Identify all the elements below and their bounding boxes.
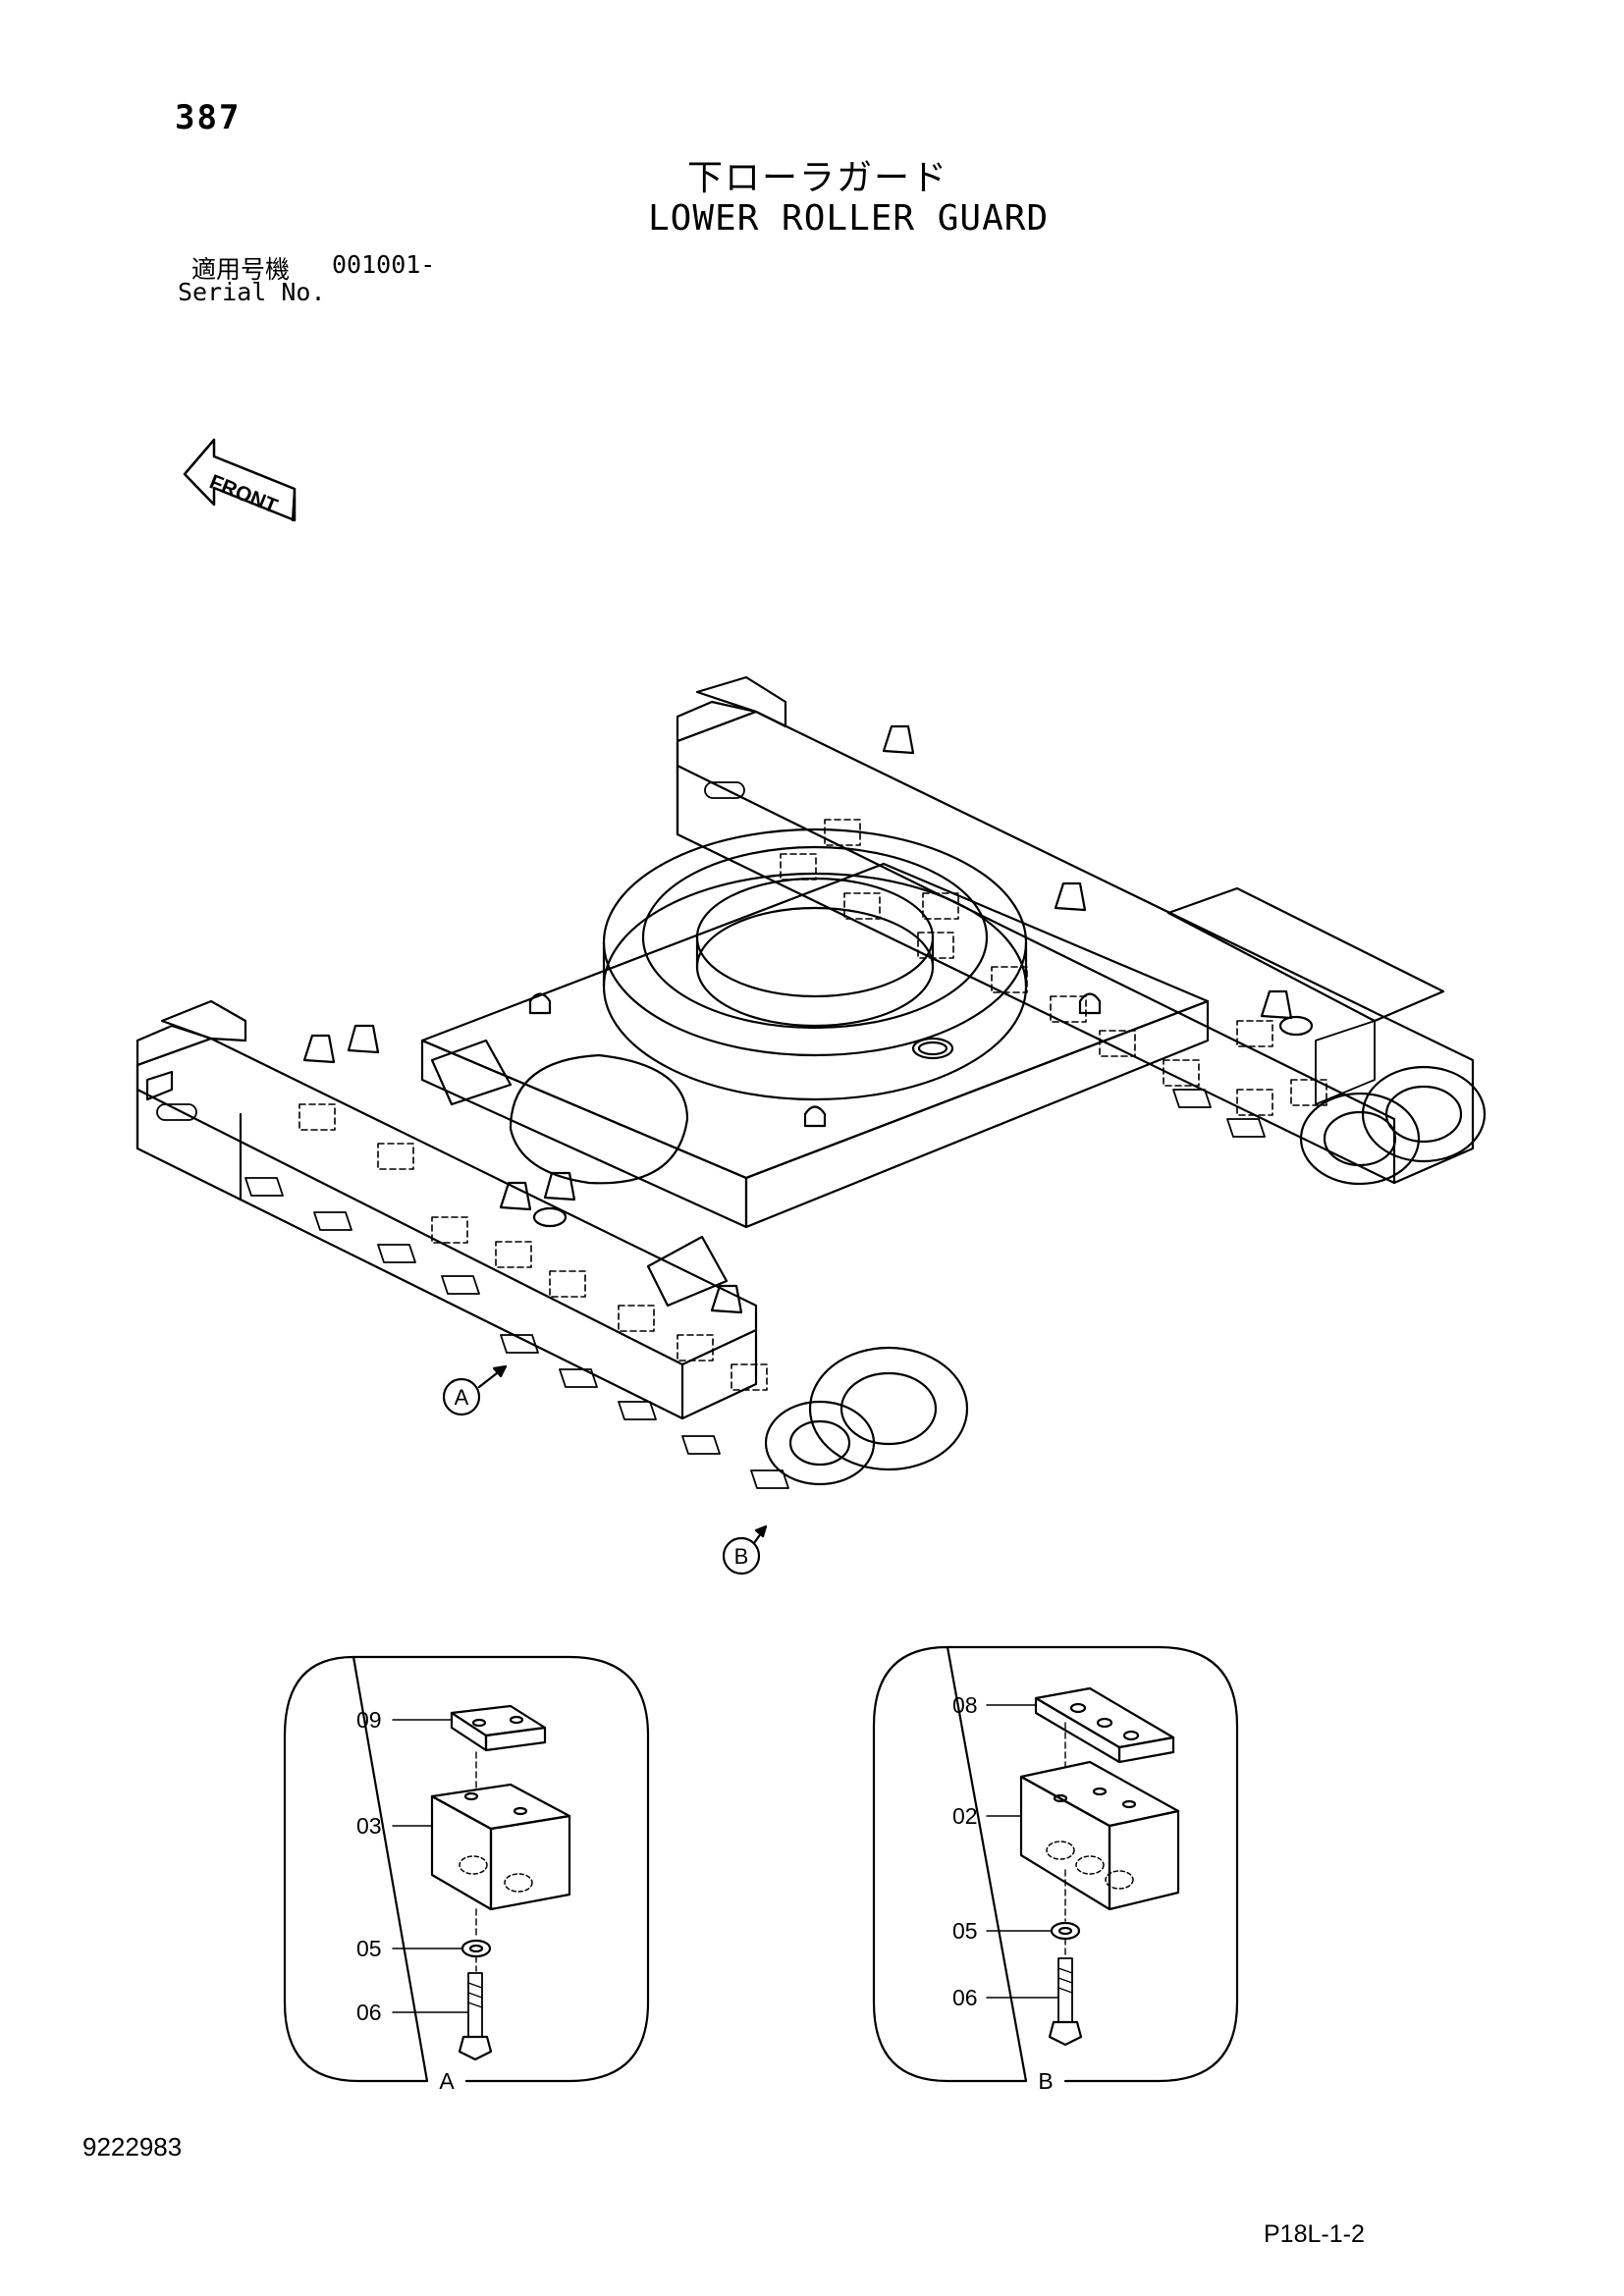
page-code: P18L-1-2 [1264, 2220, 1365, 2248]
part-label-05: 05 [356, 1936, 382, 1961]
serial-label-japanese: 適用号機 [191, 255, 291, 284]
part-label-06: 06 [356, 2000, 382, 2025]
track-frame-drawing [135, 675, 1487, 1486]
front-arrow-icon: FRONT [183, 438, 297, 522]
title-japanese: 下ローラガード [687, 158, 949, 198]
part-label-03: 03 [356, 1813, 382, 1839]
roller-guard-bottoms [244, 1089, 1266, 1489]
page-number: 387 [175, 98, 242, 137]
part-label-09: 09 [356, 1707, 382, 1733]
drawing-number: 9222983 [82, 2132, 183, 2162]
serial-number-value: 001001- [332, 250, 436, 279]
callout-a: A [442, 1364, 508, 1416]
detail-view-a: A [283, 1655, 650, 2094]
serial-label-english: Serial No. [178, 278, 326, 306]
title-english: LOWER ROLLER GUARD [648, 198, 1050, 239]
svg-text:B: B [734, 1544, 749, 1569]
detail-view-b: B [872, 1645, 1239, 2094]
part-label-08: 08 [952, 1692, 978, 1718]
callout-b: B [722, 1524, 768, 1575]
part-label-05-b: 05 [952, 1918, 978, 1944]
svg-text:A: A [455, 1385, 469, 1410]
detail-a-caption: A [439, 2068, 455, 2094]
part-label-06-b: 06 [952, 1985, 978, 2010]
roller-guard-blocks [298, 819, 1327, 1391]
detail-b-caption: B [1038, 2068, 1053, 2094]
part-label-02: 02 [952, 1803, 978, 1829]
